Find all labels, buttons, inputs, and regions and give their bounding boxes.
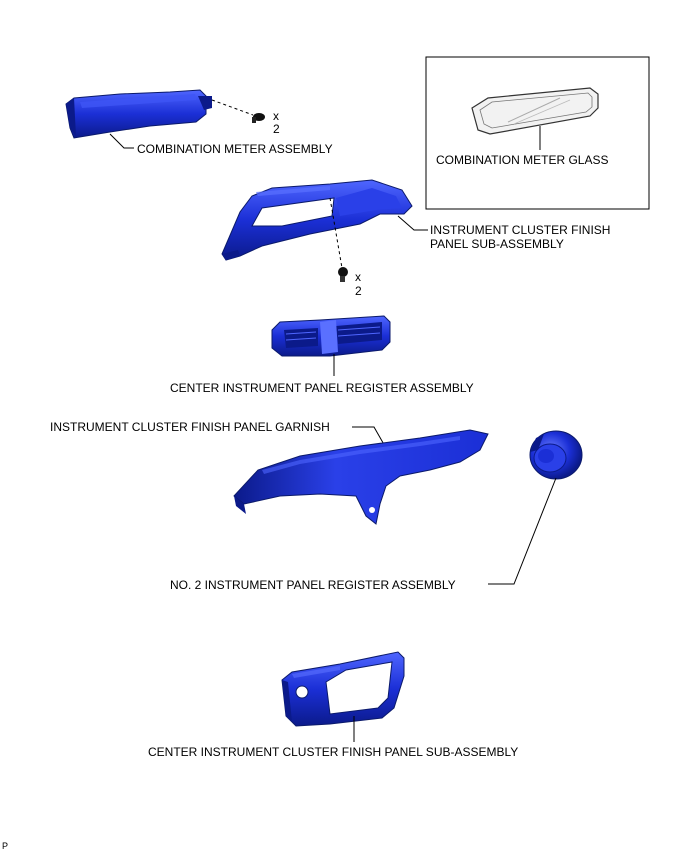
- meter-screw-dashed-line: [211, 99, 254, 116]
- label-instrument-cluster-finish-panel-garnish: INSTRUMENT CLUSTER FINISH PANEL GARNISH: [50, 420, 330, 434]
- center-instrument-cluster-finish-panel-sub-assembly: [281, 651, 405, 727]
- instrument-cluster-finish-panel-sub-assembly: [221, 179, 413, 261]
- no2-register-leader: [488, 477, 557, 585]
- label-center-instrument-cluster-finish-panel-sub-assembly: CENTER INSTRUMENT CLUSTER FINISH PANEL S…: [148, 745, 518, 759]
- meter-screw-multiplier: x: [273, 109, 279, 123]
- meter-screw-icon: [252, 113, 265, 123]
- combination-meter-glass-box: [425, 56, 650, 210]
- label-combination-meter-assembly: COMBINATION METER ASSEMBLY: [137, 142, 333, 156]
- instrument-cluster-finish-panel-garnish: [233, 429, 489, 525]
- label-instrument-cluster-finish-panel-line2: PANEL SUB-ASSEMBLY: [430, 237, 564, 251]
- instrument-cluster-finish-panel-leader: [397, 215, 428, 231]
- label-combination-meter-glass: COMBINATION METER GLASS: [436, 153, 608, 167]
- meter-screw-count: 2: [273, 122, 280, 136]
- garnish-leader: [352, 426, 387, 449]
- label-no2-instrument-panel-register-assembly: NO. 2 INSTRUMENT PANEL REGISTER ASSEMBLY: [170, 578, 456, 592]
- panel-clip-multiplier: x: [355, 270, 361, 284]
- combination-meter-glass: [471, 87, 599, 135]
- footer-mark: P: [2, 841, 8, 851]
- combination-meter-leader: [109, 133, 134, 149]
- label-instrument-cluster-finish-panel-line1: INSTRUMENT CLUSTER FINISH: [430, 223, 610, 237]
- label-center-instrument-panel-register-assembly: CENTER INSTRUMENT PANEL REGISTER ASSEMBL…: [170, 381, 474, 395]
- combination-meter-assembly: [65, 89, 212, 139]
- panel-clip-icon: [338, 267, 348, 282]
- no2-instrument-panel-register-assembly: [529, 430, 583, 480]
- center-instrument-panel-register-assembly: [271, 315, 391, 357]
- panel-clip-count: 2: [355, 284, 362, 298]
